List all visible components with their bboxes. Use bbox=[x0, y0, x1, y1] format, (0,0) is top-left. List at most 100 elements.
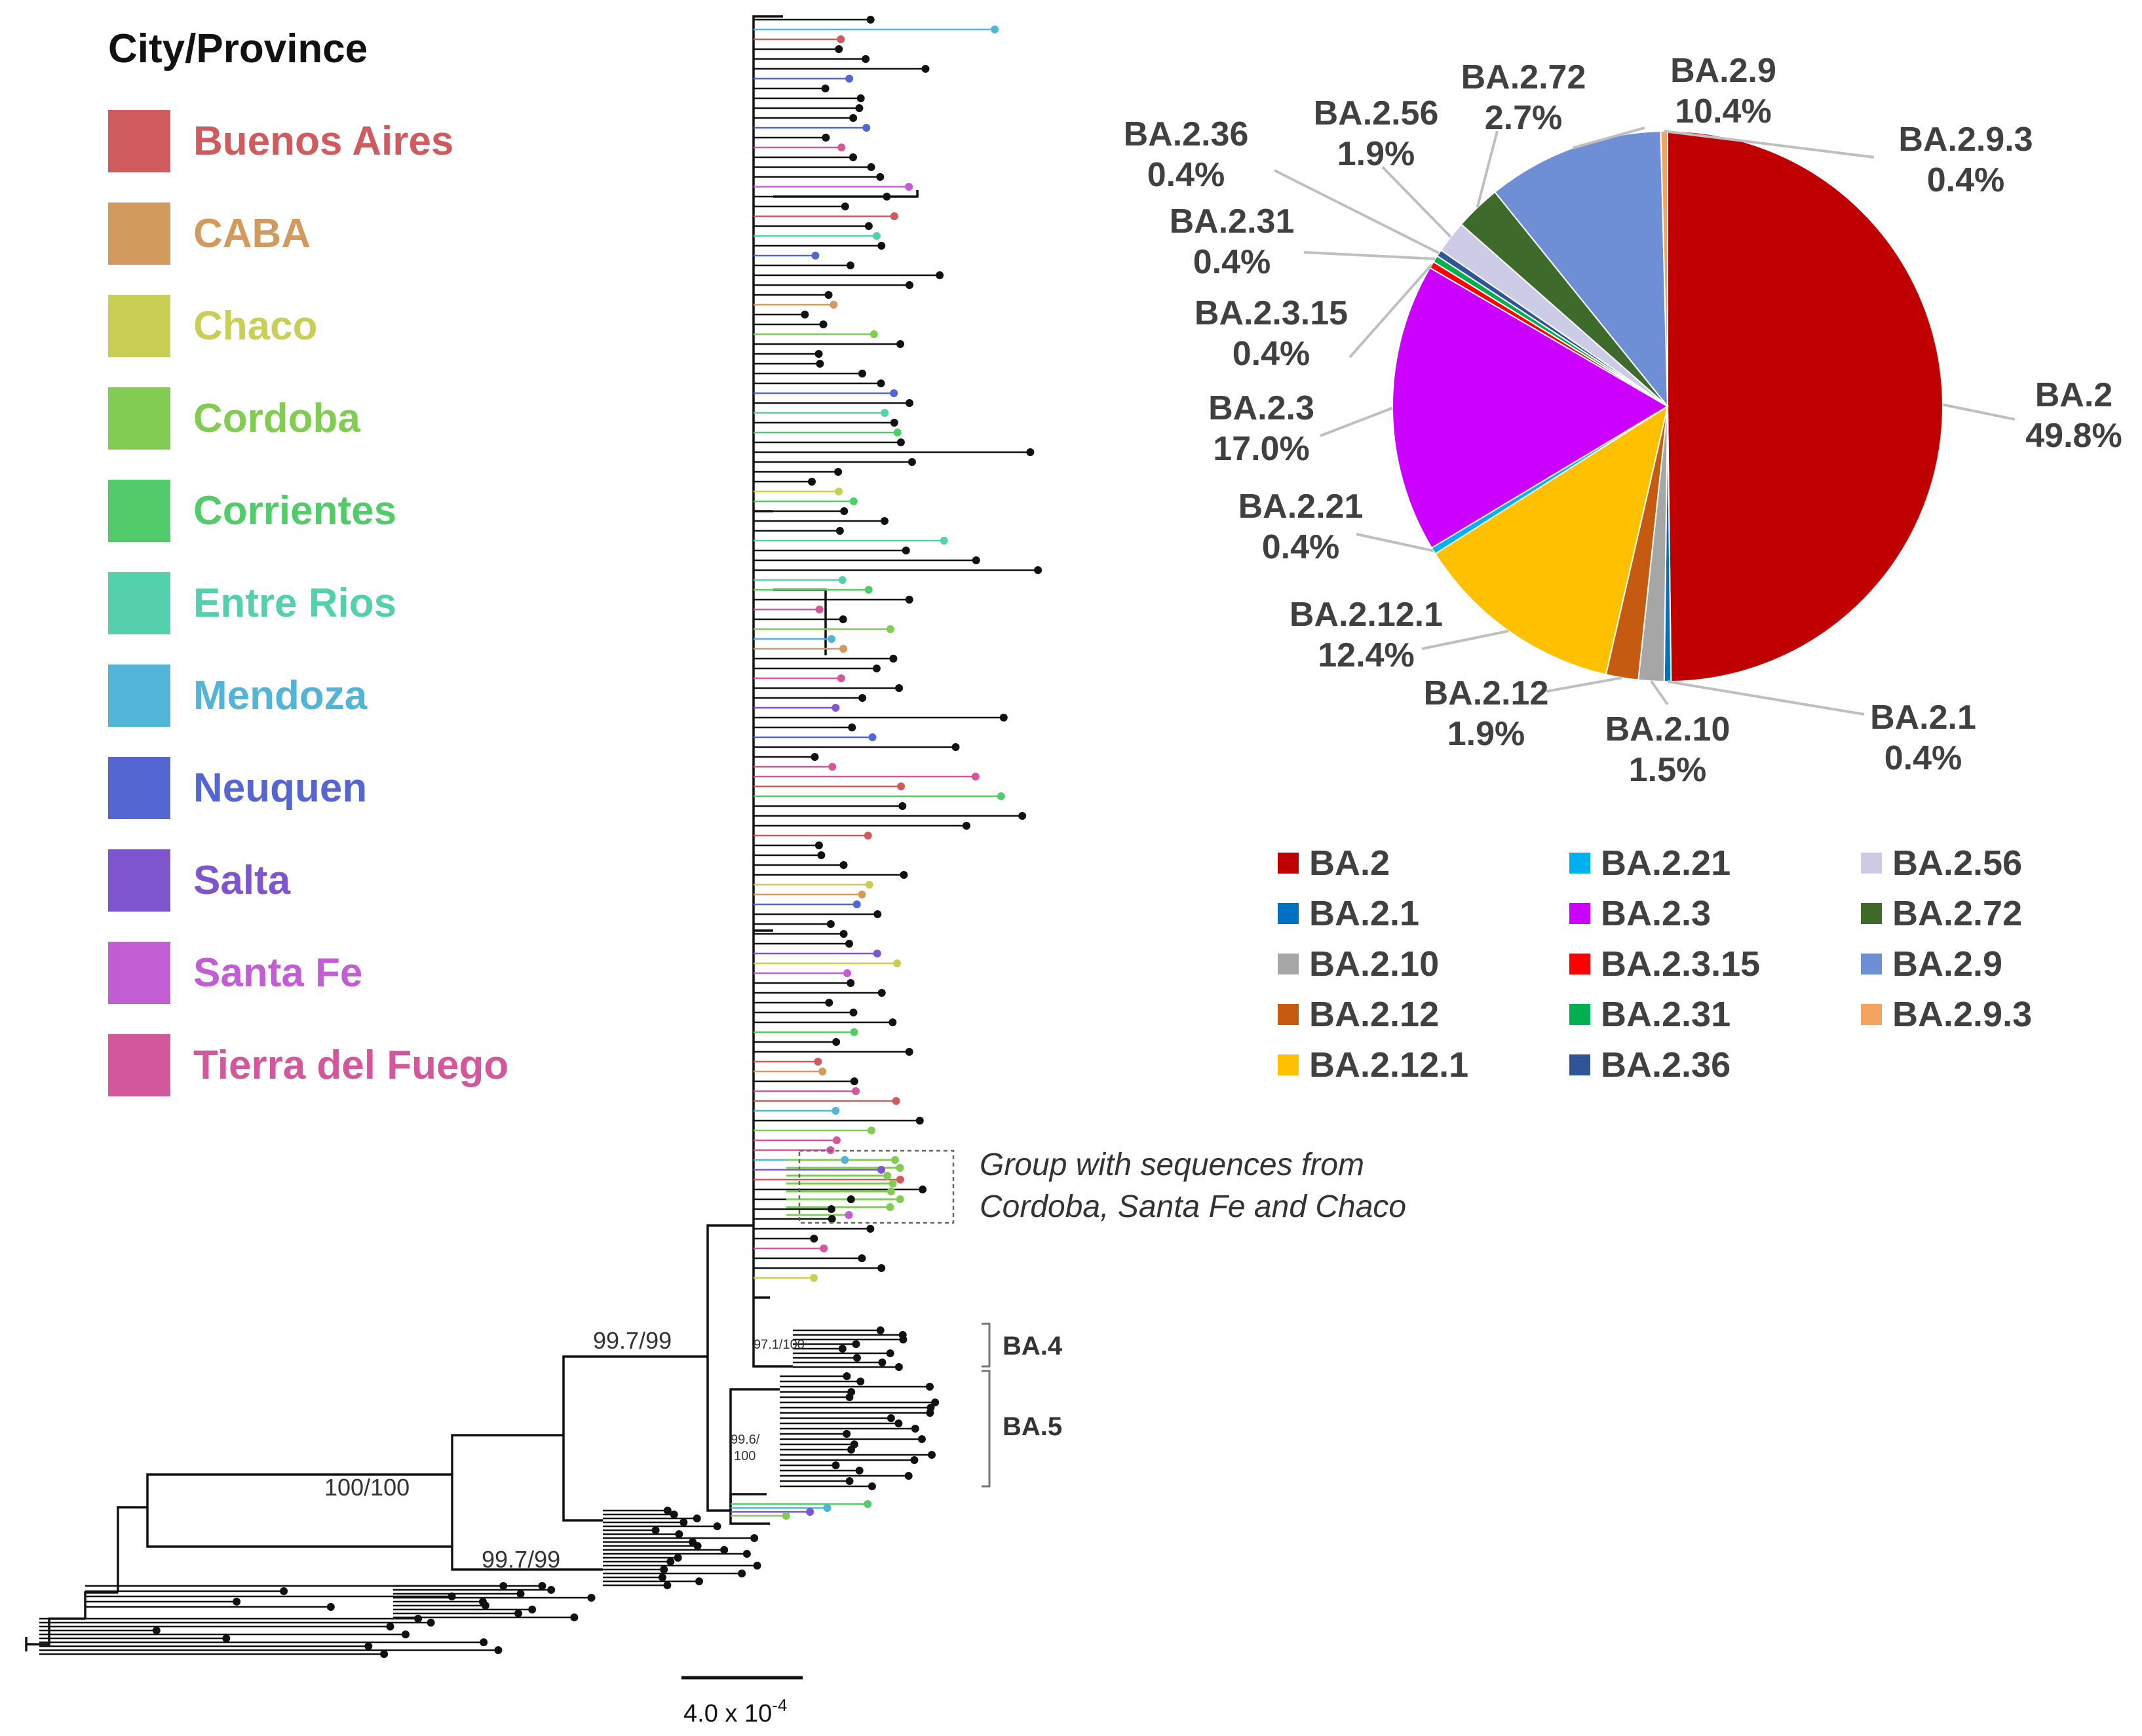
tree-tip bbox=[890, 389, 898, 397]
tree-tip bbox=[516, 1590, 525, 1598]
tree-tip bbox=[843, 969, 852, 977]
tree-tip bbox=[926, 1409, 934, 1417]
tree-tip bbox=[679, 1518, 688, 1526]
tree-tip bbox=[811, 753, 819, 761]
tree-tip bbox=[876, 173, 885, 181]
tree-tip bbox=[233, 1598, 241, 1606]
tree-backbone-21 bbox=[729, 1511, 770, 1525]
pie-label-value-ba-2-72: 2.7% bbox=[1485, 99, 1563, 137]
tree-tip bbox=[845, 75, 854, 83]
tree-tip bbox=[886, 1203, 894, 1211]
tree-tip bbox=[326, 1603, 335, 1611]
province-swatch-chaco bbox=[108, 295, 170, 357]
tree-tip bbox=[997, 792, 1005, 800]
tree-backbone-2 bbox=[26, 1638, 50, 1646]
tree-backbone-11 bbox=[562, 1435, 603, 1522]
tree-tip bbox=[841, 1156, 849, 1164]
tree-tip bbox=[843, 1372, 851, 1380]
pie-leader-ba-2-12-1 bbox=[1421, 629, 1509, 650]
tree-backbone-13 bbox=[706, 1357, 731, 1512]
tree-tip bbox=[845, 1393, 854, 1401]
province-swatch-entre-rios bbox=[108, 572, 170, 634]
tree-tip bbox=[896, 438, 905, 446]
pie-label-name-ba-2-36: BA.2.36 bbox=[1124, 115, 1249, 153]
pie-label-value-ba-2-56: 1.9% bbox=[1337, 135, 1415, 173]
pie-leader-ba-2-12 bbox=[1546, 676, 1622, 693]
tree-backbone-14 bbox=[752, 15, 783, 1225]
tree-tip bbox=[806, 1508, 814, 1516]
tree-tip bbox=[810, 1235, 818, 1243]
ba5-bracket bbox=[982, 1370, 991, 1488]
tree-tip bbox=[894, 1419, 903, 1427]
pie-label-value-ba-2-10: 1.5% bbox=[1629, 751, 1707, 789]
tree-tip bbox=[839, 861, 848, 869]
tree-tip bbox=[849, 114, 858, 122]
tree-tip bbox=[822, 134, 830, 142]
tree-tip bbox=[904, 1472, 913, 1480]
province-label-caba: CABA bbox=[193, 211, 311, 256]
tree-tip bbox=[931, 1398, 940, 1406]
tree-backbone-19 bbox=[729, 1388, 780, 1511]
legend-label-ba-2-12-1: BA.2.12.1 bbox=[1309, 1045, 1468, 1085]
tree-tip bbox=[814, 1058, 822, 1066]
tree-backbone-22 bbox=[773, 190, 919, 198]
tree-tip bbox=[893, 429, 902, 436]
tree-tip bbox=[849, 1009, 858, 1016]
tree-tip bbox=[835, 527, 844, 535]
tree-backbone-7 bbox=[146, 1473, 452, 1507]
tree-tip bbox=[280, 1587, 288, 1595]
pie-label-name-ba-2: BA.2 bbox=[2035, 376, 2113, 414]
tree-tip bbox=[896, 340, 905, 348]
tree-tip bbox=[570, 1613, 579, 1621]
tree-tip bbox=[856, 94, 865, 102]
tree-tip bbox=[807, 478, 816, 486]
pie-label-name-ba-2-9-3: BA.2.9.3 bbox=[1898, 121, 2033, 159]
tree-backbone-12 bbox=[706, 1224, 754, 1357]
tree-tip bbox=[660, 1566, 668, 1573]
pie-label-name-ba-2-31: BA.2.31 bbox=[1170, 203, 1295, 241]
tree-tip bbox=[364, 1642, 373, 1650]
tree-tip bbox=[828, 1215, 836, 1223]
province-swatch-neuquen bbox=[108, 757, 170, 819]
tree-tip bbox=[658, 1573, 666, 1581]
pie-label-value-ba-2: 49.8% bbox=[2025, 417, 2122, 455]
pie-slices bbox=[1392, 130, 1944, 683]
support-value-ba2-node: 99.7/99 bbox=[482, 1546, 560, 1573]
tree-tip bbox=[936, 271, 944, 279]
pie-label-value-ba-2-3: 17.0% bbox=[1213, 430, 1309, 468]
support-value-ba4-ba5-node: 99.7/99 bbox=[593, 1327, 672, 1354]
tree-tip bbox=[782, 1512, 790, 1520]
tree-tip bbox=[917, 1435, 926, 1443]
pie-leader-ba-2 bbox=[1942, 403, 2016, 421]
legend-label-ba-2-3: BA.2.3 bbox=[1601, 894, 1711, 933]
tree-tip bbox=[841, 203, 849, 210]
tree-tip bbox=[846, 261, 854, 269]
tree-tip bbox=[811, 252, 820, 260]
pie-slice-ba-2 bbox=[1667, 130, 1944, 682]
tree-tip bbox=[845, 940, 853, 948]
tree-tip bbox=[927, 1451, 936, 1459]
tree-tip bbox=[651, 1526, 660, 1534]
tree-tip bbox=[838, 576, 847, 584]
pie-leader-ba-2-21 bbox=[1356, 533, 1434, 552]
legend-swatch-ba-2-72 bbox=[1861, 903, 1882, 924]
tree-tip bbox=[834, 468, 843, 476]
tree-tip bbox=[855, 104, 864, 112]
tree-tip bbox=[380, 1650, 389, 1658]
tree-tip bbox=[837, 35, 845, 43]
pie-slice-ba-2-3 bbox=[1392, 267, 1669, 549]
legend-swatch-ba-2-9 bbox=[1861, 954, 1882, 974]
province-label-neuquen: Neuquen bbox=[193, 765, 367, 811]
pie-leader-ba-2-56 bbox=[1381, 166, 1452, 238]
ba4-bracket bbox=[982, 1322, 991, 1368]
tree-tip bbox=[843, 1430, 851, 1438]
tree-tip bbox=[925, 1383, 934, 1391]
tree-tip bbox=[838, 1345, 847, 1353]
tree-tip bbox=[528, 1606, 537, 1613]
tree-tip bbox=[1026, 448, 1035, 456]
tree-backbone-15 bbox=[752, 1225, 793, 1368]
tree-tip bbox=[670, 1511, 678, 1518]
tree-tip bbox=[753, 1562, 761, 1570]
tree-tip bbox=[820, 1244, 828, 1252]
